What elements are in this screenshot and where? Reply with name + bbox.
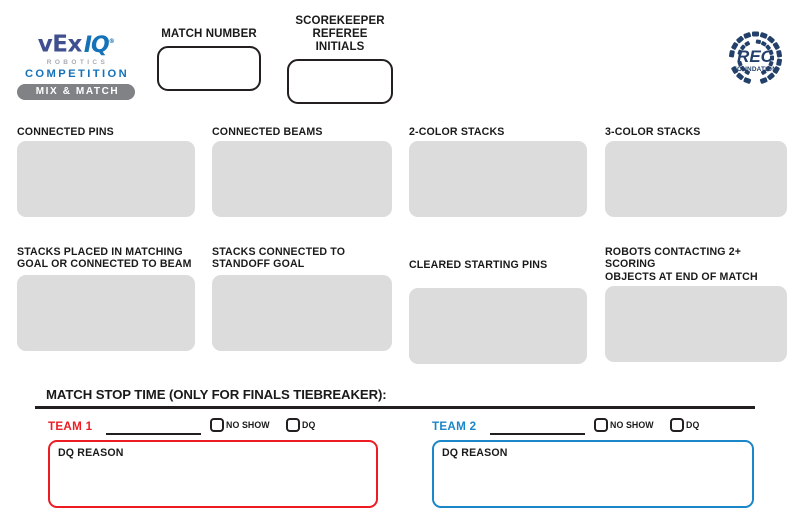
match-number-input[interactable]: [157, 46, 261, 91]
team-2-label: TEAM 2: [432, 420, 477, 433]
score-label-robots-contacting-scoring-objects: ROBOTS CONTACTING 2+ SCORING OBJECTS AT …: [605, 246, 758, 283]
match-stop-time-title: MATCH STOP TIME (ONLY FOR FINALS TIEBREA…: [46, 387, 387, 402]
score-input-2-color-stacks[interactable]: [409, 141, 587, 218]
vex-iq-wordmark: vExIQ®: [17, 30, 135, 57]
foundation-wordmark: FOUNDATION: [733, 66, 777, 73]
score-label-stacks-connected-standoff-goal: STACKS CONNECTED TO STANDOFF GOAL: [212, 246, 346, 271]
sheet-header: vExIQ® ROBOTICS COMPETITION MIX & MATCH …: [0, 0, 804, 110]
team-2-header: TEAM 2 NO SHOW DQ: [432, 418, 754, 436]
score-input-connected-pins[interactable]: [17, 141, 195, 218]
score-input-connected-beams[interactable]: [212, 141, 392, 218]
team-1-dq-reason-box[interactable]: DQ REASON: [48, 440, 378, 508]
score-cell-stacks-placed-matching-goal: STACKS PLACED IN MATCHING GOAL OR CONNEC…: [17, 246, 195, 351]
vex-wordmark: vEx: [37, 31, 83, 58]
team-2-dq-reason-box[interactable]: DQ REASON: [432, 440, 754, 508]
team-2-dq-group[interactable]: DQ: [670, 418, 699, 432]
score-input-cleared-starting-pins[interactable]: [409, 288, 587, 364]
score-cell-cleared-starting-pins: CLEARED STARTING PINS: [409, 246, 587, 364]
team-1-header: TEAM 1 NO SHOW DQ: [48, 418, 378, 436]
team-1-block: TEAM 1 NO SHOW DQ DQ REASON: [48, 418, 378, 508]
match-number-label: MATCH NUMBER: [161, 28, 257, 40]
scorekeeper-referee-initials-input[interactable]: [287, 59, 393, 104]
score-label-connected-pins: CONNECTED PINS: [17, 126, 114, 138]
score-label-2-color-stacks: 2-COLOR STACKS: [409, 126, 505, 138]
team-2-dq-reason-label: DQ REASON: [442, 447, 508, 459]
team-2-number-field[interactable]: [490, 433, 585, 435]
team-2-block: TEAM 2 NO SHOW DQ DQ REASON: [432, 418, 754, 508]
team-2-dq-label: DQ: [686, 420, 700, 430]
rec-wordmark: REC: [737, 47, 774, 66]
team-1-dq-reason-label: DQ REASON: [58, 447, 124, 459]
match-stop-time-divider: [35, 406, 755, 409]
rec-foundation-logo: REC FOUNDATION: [722, 31, 788, 85]
score-cell-robots-contacting-scoring-objects: ROBOTS CONTACTING 2+ SCORING OBJECTS AT …: [605, 246, 787, 363]
team-2-no-show-checkbox[interactable]: [594, 418, 608, 432]
score-cell-connected-beams: CONNECTED BEAMS: [212, 126, 392, 218]
team-1-dq-label: DQ: [302, 420, 316, 430]
score-input-stacks-placed-matching-goal[interactable]: [17, 275, 195, 351]
team-2-no-show-group[interactable]: NO SHOW: [594, 418, 654, 432]
team-1-dq-group[interactable]: DQ: [286, 418, 315, 432]
iq-wordmark: IQ: [83, 32, 110, 58]
team-1-no-show-checkbox[interactable]: [210, 418, 224, 432]
scoring-row-1: CONNECTED PINS CONNECTED BEAMS 2-COLOR S…: [0, 126, 804, 230]
score-cell-stacks-connected-standoff-goal: STACKS CONNECTED TO STANDOFF GOAL: [212, 246, 392, 351]
score-input-stacks-connected-standoff-goal[interactable]: [212, 275, 392, 351]
scoring-row-2: STACKS PLACED IN MATCHING GOAL OR CONNEC…: [0, 246, 804, 364]
competition-subtitle: COMPETITION: [24, 67, 130, 80]
team-1-no-show-group[interactable]: NO SHOW: [210, 418, 270, 432]
vex-iq-competition-logo: vExIQ® ROBOTICS COMPETITION MIX & MATCH: [17, 30, 135, 100]
score-input-robots-contacting-scoring-objects[interactable]: [605, 286, 787, 363]
scorekeeper-referee-initials-group: SCOREKEEPER REFEREE INITIALS: [287, 15, 393, 104]
score-label-3-color-stacks: 3-COLOR STACKS: [605, 126, 701, 138]
score-cell-3-color-stacks: 3-COLOR STACKS: [605, 126, 787, 218]
score-cell-2-color-stacks: 2-COLOR STACKS: [409, 126, 587, 218]
scorekeeper-referee-initials-label: SCOREKEEPER REFEREE INITIALS: [295, 15, 385, 53]
team-1-number-field[interactable]: [106, 433, 201, 435]
team-1-no-show-label: NO SHOW: [226, 420, 270, 430]
score-label-connected-beams: CONNECTED BEAMS: [212, 126, 323, 138]
score-label-stacks-placed-matching-goal: STACKS PLACED IN MATCHING GOAL OR CONNEC…: [17, 246, 192, 271]
team-1-label: TEAM 1: [48, 420, 93, 433]
score-cell-connected-pins: CONNECTED PINS: [17, 126, 195, 218]
score-label-cleared-starting-pins: CLEARED STARTING PINS: [409, 259, 548, 271]
score-input-3-color-stacks[interactable]: [605, 141, 787, 218]
match-number-group: MATCH NUMBER: [157, 28, 261, 91]
team-2-dq-checkbox[interactable]: [670, 418, 684, 432]
rec-foundation-gear-icon: REC FOUNDATION: [728, 31, 783, 84]
registered-trademark-icon: ®: [108, 38, 115, 45]
mix-and-match-badge: MIX & MATCH: [17, 83, 135, 100]
team-2-no-show-label: NO SHOW: [610, 420, 654, 430]
team-1-dq-checkbox[interactable]: [286, 418, 300, 432]
robotics-subtitle: ROBOTICS: [46, 58, 109, 66]
